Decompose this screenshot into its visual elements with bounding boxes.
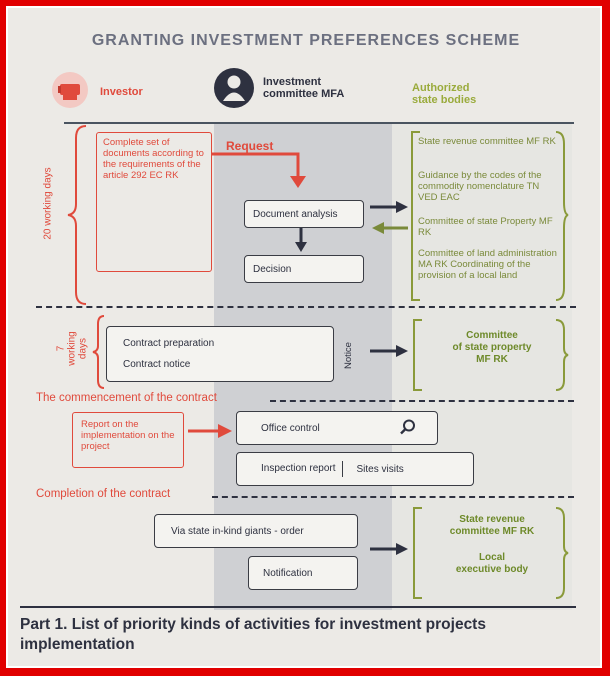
- stage2-duration: 7 working days: [55, 330, 89, 366]
- stage1-divider: [36, 306, 576, 308]
- commencement-divider: [270, 400, 574, 402]
- stage4-bodies-bracket: [413, 507, 569, 599]
- report-arrow: [188, 424, 232, 438]
- stage2-body: Committee of state property MF RK: [452, 330, 532, 365]
- inspection-report-label: Inspection report: [237, 461, 343, 477]
- order-box: Via state in-kind giants - order: [154, 514, 358, 548]
- completion-heading: Completion of the contract: [36, 488, 171, 500]
- footer-divider: [20, 606, 576, 608]
- exchange-arrows: [370, 201, 408, 234]
- header-divider: [64, 122, 574, 124]
- report-box: Report on the implementation on the proj…: [72, 412, 184, 468]
- request-label: Request: [226, 139, 274, 153]
- committee-column-header: Investment committee MFA: [263, 76, 345, 100]
- commencement-heading: The commencement of the contract: [36, 392, 217, 404]
- person-icon: [214, 68, 254, 108]
- notice-label: Notice: [342, 341, 354, 369]
- office-control-box: Office control: [236, 411, 438, 445]
- contract-preparation-label: Contract preparation: [123, 338, 215, 349]
- contract-notice-label: Contract notice: [123, 359, 191, 370]
- body-land-administration: Committee of land administration MA RK C…: [418, 248, 557, 281]
- request-arrow: [212, 152, 306, 188]
- authorized-column-bg: [392, 124, 572, 610]
- magnifier-icon: [399, 418, 417, 439]
- document-analysis-box: Document analysis: [244, 200, 364, 228]
- stage4-body-local-executive: Local executive body: [455, 552, 529, 575]
- completion-arrow: [370, 543, 408, 555]
- analysis-to-decision-arrow: [295, 228, 307, 252]
- contract-box: Contract preparation Contract notice: [106, 326, 334, 382]
- authorized-column-header: Authorized state bodies: [412, 82, 477, 106]
- stage2-brace: [92, 315, 105, 389]
- completion-divider: [212, 496, 574, 498]
- investor-documents-box: Complete set of documents according to t…: [96, 132, 212, 272]
- body-state-property: Committee of state Property MF RK: [418, 216, 553, 238]
- diagram-page: GRANTING INVESTMENT PREFERENCES SCHEME I…: [6, 6, 602, 668]
- body-tn-ved: Guidance by the codes of the commodity n…: [418, 170, 542, 203]
- stage2-body-bracket: [413, 319, 569, 391]
- page-title: GRANTING INVESTMENT PREFERENCES SCHEME: [91, 32, 521, 49]
- stage1-duration: 20 working days: [42, 166, 54, 240]
- body-state-revenue: State revenue committee MF RK: [418, 136, 556, 147]
- inspection-box: Inspection report Sites visits: [236, 452, 474, 486]
- notice-arrow: [370, 345, 408, 357]
- stage1-bodies-bracket-left: [411, 131, 420, 301]
- office-control-label: Office control: [261, 422, 320, 434]
- stage1-bodies-bracket-right: [555, 131, 569, 301]
- investor-icon: [52, 72, 88, 108]
- sites-visits-label: Sites visits: [356, 463, 404, 475]
- stage4-body-state-revenue: State revenue committee MF RK: [449, 514, 535, 537]
- investor-column-header: Investor: [100, 86, 143, 98]
- stage1-brace: [67, 125, 87, 305]
- decision-box: Decision: [244, 255, 364, 283]
- notification-box: Notification: [248, 556, 358, 590]
- footer-caption: Part 1. List of priority kinds of activi…: [20, 616, 486, 653]
